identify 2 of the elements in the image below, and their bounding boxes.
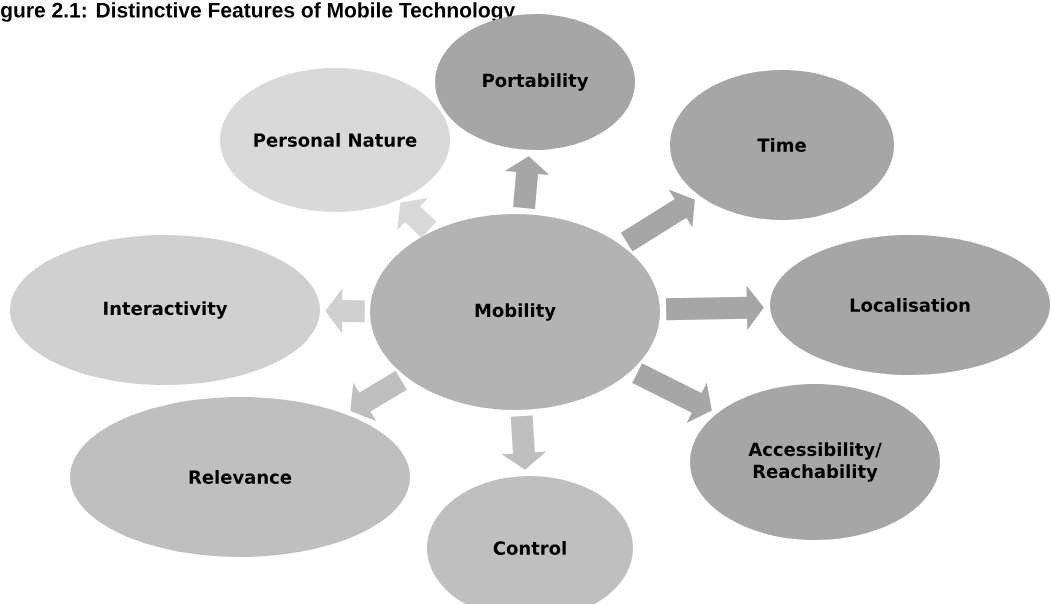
- block-arrow: [620, 189, 695, 252]
- block-arrow: [350, 370, 407, 422]
